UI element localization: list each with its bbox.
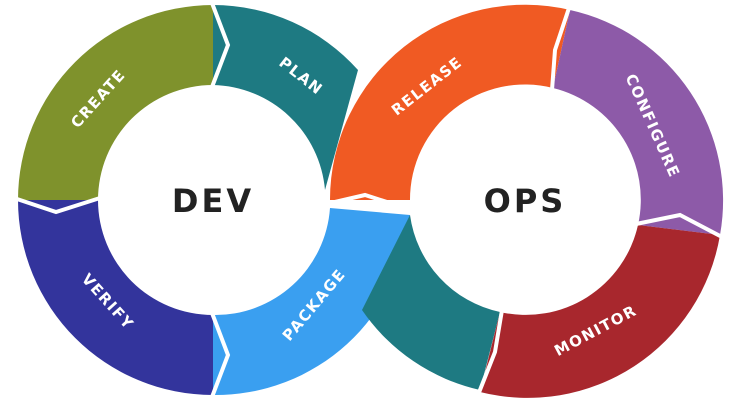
dev-label: DEV: [172, 182, 254, 220]
segment-package: [213, 208, 410, 396]
dev-hub: [101, 88, 325, 312]
segment-plan: [213, 5, 358, 190]
segment-release: [329, 4, 570, 200]
segment-configure: [553, 10, 724, 235]
ops-label: OPS: [484, 182, 567, 220]
segment-separators: [13, 2, 723, 398]
segment-connector: [362, 215, 500, 390]
segment-create: [18, 5, 213, 200]
ops-hub: [413, 88, 637, 312]
segment-monitor: [480, 225, 720, 398]
segment-verify: [18, 200, 213, 395]
